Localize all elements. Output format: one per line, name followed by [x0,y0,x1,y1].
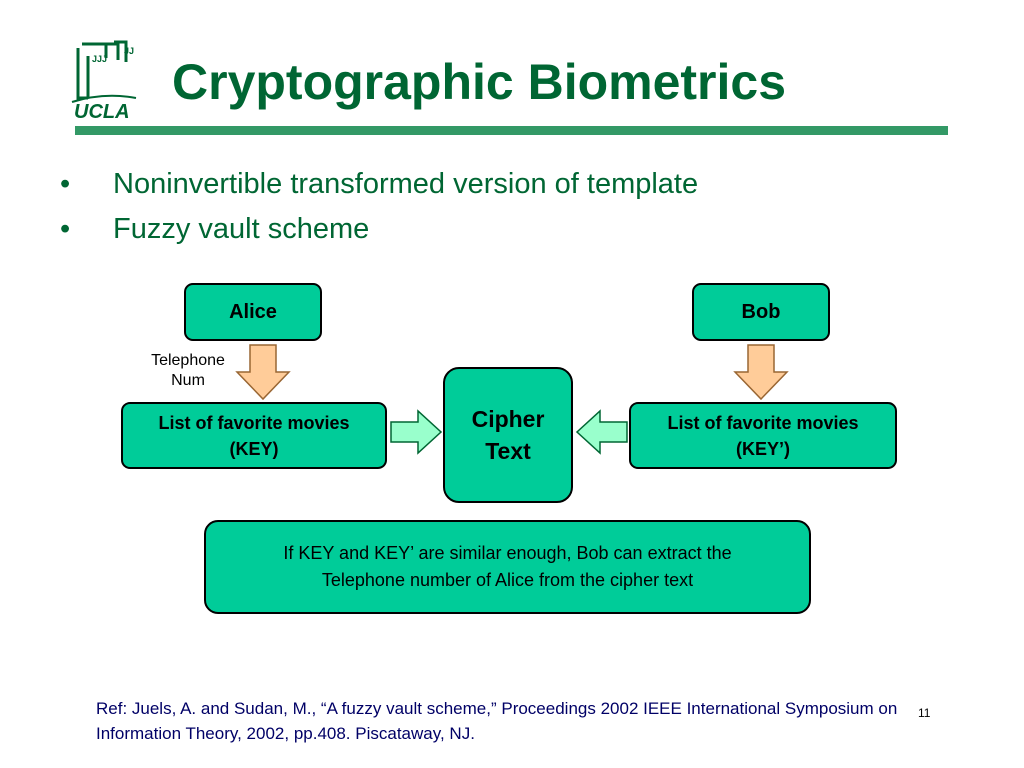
down-arrow-icon [733,344,789,401]
down-arrow-icon [235,344,291,401]
alice-key-line: List of favorite movies [158,412,350,433]
bob-box: Bob [692,283,830,341]
telephone-label: Telephone Num [138,351,238,391]
right-arrow-icon [390,409,443,455]
bob-key-line: List of favorite movies [667,412,859,433]
note-line: If KEY and KEY’ are similar enough, Bob … [283,543,732,563]
telephone-label-line: Num [171,372,205,389]
title-divider [75,126,948,135]
cipher-text-box: Cipher Text [443,367,573,503]
reference-text: Ref: Juels, A. and Sudan, M., “A fuzzy v… [96,699,898,743]
telephone-label-line: Telephone [151,352,225,369]
note-line: Telephone number of Alice from the ciphe… [321,570,694,590]
page-number: 11 [918,706,931,720]
cipher-line: Text [485,438,531,464]
bob-key-line: (KEY’) [736,438,790,459]
alice-key-line: (KEY) [229,438,279,459]
bullet-text: Noninvertible transformed version of tem… [113,168,699,200]
bullet-glyph: • [60,168,71,200]
logo-wordmark: UCLA [74,101,130,122]
left-arrow-icon [575,409,628,455]
slide-title: Cryptographic Biometrics [172,54,787,110]
bob-key-box: List of favorite movies (KEY’) [629,402,897,469]
cipher-line: Cipher [471,406,545,432]
alice-key-box: List of favorite movies (KEY) [121,402,387,469]
svg-text:JJ: JJ [124,46,134,56]
bullet-glyph: • [60,213,71,245]
alice-box: Alice [184,283,322,341]
ucla-logo: JJJ JJ UCLA [71,40,137,122]
bob-label: Bob [741,300,781,323]
svg-text:JJJ: JJJ [92,54,107,64]
note-box: If KEY and KEY’ are similar enough, Bob … [204,520,811,614]
alice-label: Alice [229,300,277,323]
bullet-text: Fuzzy vault scheme [113,213,370,245]
